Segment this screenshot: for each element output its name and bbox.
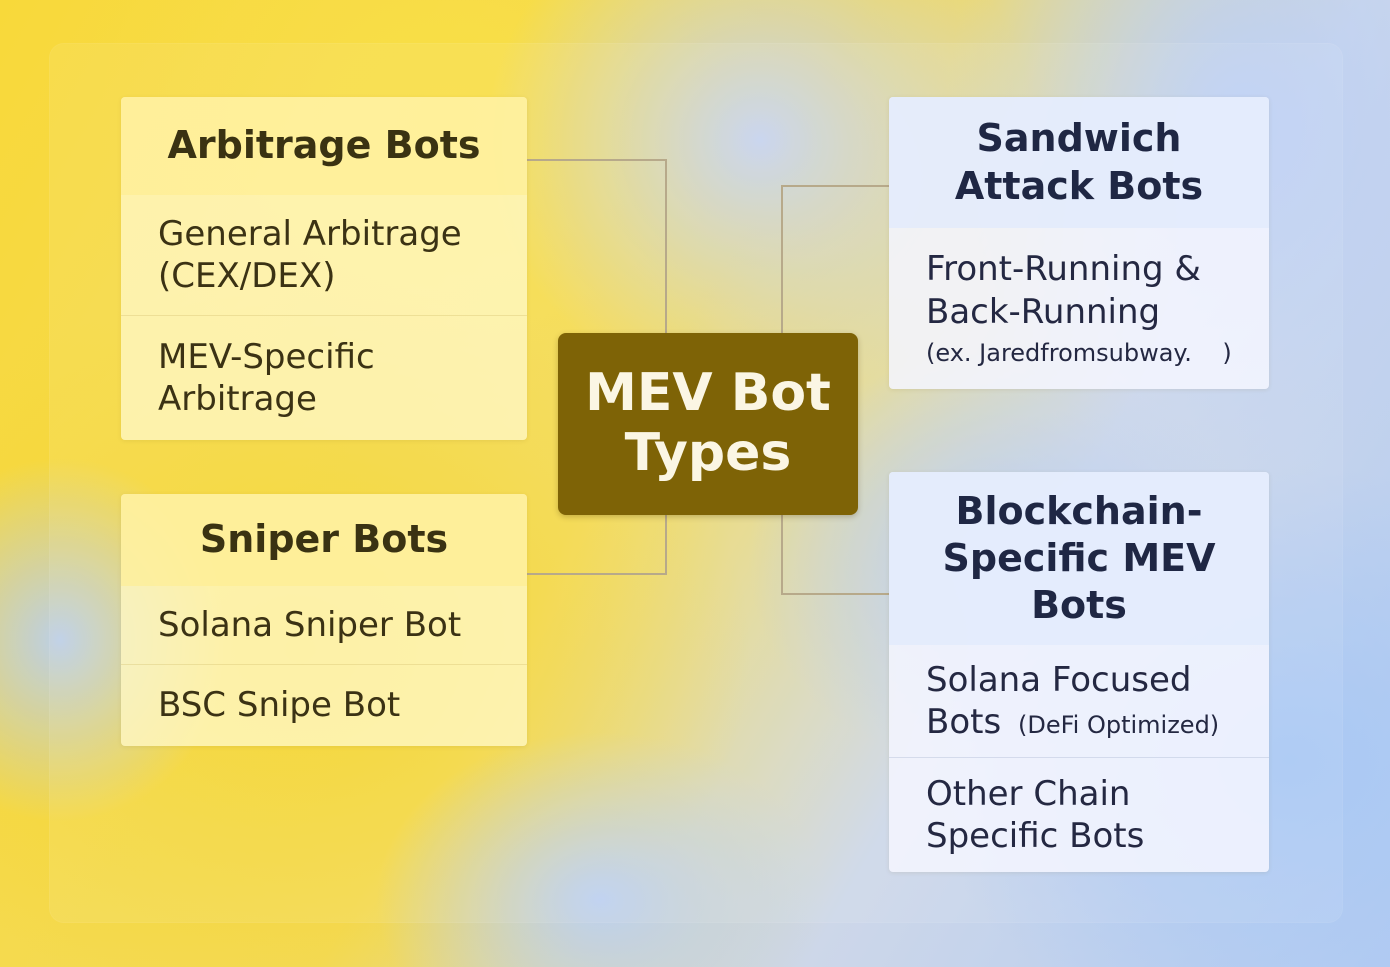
solana-focused-bots-item: Solana Focused Bots (DeFi Optimized) <box>926 659 1220 742</box>
defi-optimized-note: (DeFi Optimized) <box>1017 711 1220 739</box>
sniper-bots-title: Sniper Bots <box>121 494 527 586</box>
connector-sandwich <box>781 185 889 333</box>
arbitrage-bots-card: Arbitrage Bots General Arbitrage (CEX/DE… <box>121 97 527 440</box>
blockchain-specific-mev-bots-card: Blockchain- Specific MEV Bots Solana Foc… <box>889 472 1269 872</box>
arbitrage-bots-title: Arbitrage Bots <box>121 97 527 195</box>
jaredfromsubway-example-note: (ex. Jaredfromsubway. ) <box>926 338 1232 367</box>
general-arbitrage-item: General Arbitrage (CEX/DEX) <box>158 213 462 296</box>
center-title-line2: Types <box>624 423 792 483</box>
connector-blockchain <box>781 515 889 595</box>
sandwich-attack-bots-card: Sandwich Attack Bots Front-Running & Bac… <box>889 97 1269 389</box>
mev-bot-types-node: MEV Bot Types <box>558 333 858 515</box>
connector-sniper <box>527 515 667 575</box>
connector-arbitrage <box>527 159 667 333</box>
blockchain-specific-mev-bots-title: Blockchain- Specific MEV Bots <box>889 472 1269 645</box>
mev-specific-arbitrage-item: MEV-Specific Arbitrage <box>121 315 527 440</box>
bsc-snipe-bot-item: BSC Snipe Bot <box>121 664 527 746</box>
center-title-line1: MEV Bot <box>585 363 831 424</box>
solana-sniper-bot-item: Solana Sniper Bot <box>158 604 462 645</box>
sandwich-attack-bots-title: Sandwich Attack Bots <box>889 97 1269 228</box>
sniper-bots-card: Sniper Bots Solana Sniper Bot BSC Snipe … <box>121 494 527 746</box>
other-chain-specific-bots-item: Other Chain Specific Bots <box>889 757 1269 872</box>
front-back-running-item: Front-Running & Back-Running (ex. Jaredf… <box>889 228 1269 389</box>
